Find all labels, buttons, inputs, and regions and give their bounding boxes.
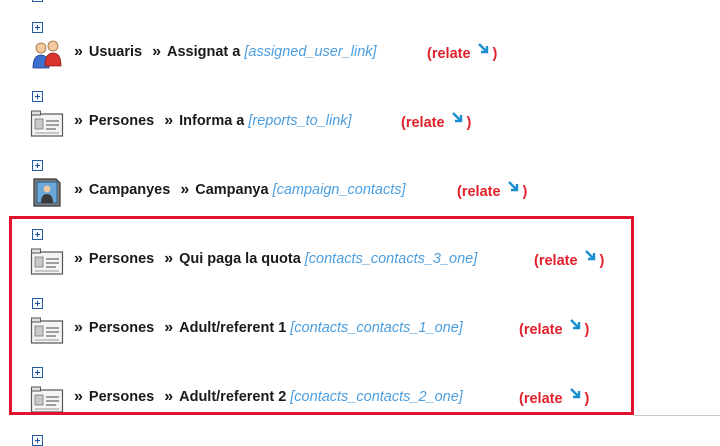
module-name: Usuaris [88, 44, 143, 60]
relate-link[interactable]: (relate) [427, 42, 497, 64]
field-label: Adult/referent 2 [179, 389, 287, 405]
field-label: Assignat a [167, 44, 241, 60]
separator: » [152, 43, 162, 60]
relate-link[interactable]: (relate) [519, 387, 589, 409]
relate-link[interactable]: (relate) [519, 318, 589, 340]
field-link[interactable]: [contacts_contacts_1_one] [290, 320, 463, 336]
partial-expand-button-top[interactable] [32, 0, 43, 2]
separator: » [164, 112, 174, 129]
field-link[interactable]: [reports_to_link] [248, 113, 352, 129]
contact-card-icon [30, 317, 64, 344]
contact-card-icon [30, 248, 64, 275]
separator: » [164, 319, 174, 336]
separator: » [164, 388, 174, 405]
separator: » [180, 181, 190, 198]
relate-arrow-icon [450, 111, 465, 125]
module-name: Campanyes [88, 182, 171, 198]
field-label: Qui paga la quota [179, 251, 301, 267]
expand-button[interactable] [32, 22, 43, 33]
expand-button[interactable] [32, 367, 43, 378]
highlight-box [9, 216, 634, 415]
relate-arrow-icon [568, 318, 583, 332]
relationship-path: » Campanyes » Campanya[campaign_contacts] [74, 180, 406, 200]
relationship-path: » Persones » Adult/referent 1[contacts_cont… [74, 318, 463, 338]
module-name: Persones [88, 389, 155, 405]
expand-button[interactable] [32, 160, 43, 171]
relationship-row-contacts-2: » Persones » Adult/referent 2[contacts_cont… [0, 361, 720, 430]
relationship-row-reports-to: » Persones » Informa a[reports_to_link] (re… [0, 85, 720, 154]
divider [634, 415, 720, 416]
relationship-row-campaign: » Campanyes » Campanya[campaign_contacts] (… [0, 154, 720, 223]
field-link[interactable]: [contacts_contacts_2_one] [290, 389, 463, 405]
separator: » [164, 250, 174, 267]
separator: » [74, 250, 83, 267]
field-link[interactable]: [assigned_user_link] [244, 44, 377, 60]
separator: » [74, 319, 83, 336]
expand-button[interactable] [32, 91, 43, 102]
separator: » [74, 112, 83, 129]
relationship-path: » Persones » Adult/referent 2[contacts_cont… [74, 387, 463, 407]
relationship-path: » Usuaris » Assignat a[assigned_user_link] [74, 42, 377, 62]
field-label: Informa a [179, 113, 245, 129]
expand-button[interactable] [32, 298, 43, 309]
relate-link[interactable]: (relate) [401, 111, 471, 133]
contact-card-icon [30, 110, 64, 137]
module-name: Persones [88, 251, 155, 267]
relate-arrow-icon [583, 249, 598, 263]
module-name: Persones [88, 320, 155, 336]
campaign-monitor-icon [33, 178, 61, 207]
field-label: Campanya [195, 182, 269, 198]
relate-link[interactable]: (relate) [534, 249, 604, 271]
relationship-row-assigned-user: »Usuaris»Assignat a[assigned_user_link] … [0, 16, 720, 85]
expand-button[interactable] [32, 229, 43, 240]
relationship-row-contacts-1: » Persones » Adult/referent 1[contacts_cont… [0, 292, 720, 361]
field-link[interactable]: [campaign_contacts] [272, 182, 406, 198]
module-name: Persones [88, 113, 155, 129]
separator: » [74, 43, 83, 60]
users-icon [32, 40, 62, 69]
separator: » [74, 388, 83, 405]
field-link[interactable]: [contacts_contacts_3_one] [304, 251, 478, 267]
relate-arrow-icon [568, 387, 583, 401]
field-label: Adult/referent 1 [179, 320, 287, 336]
relationship-path: » Persones » Informa a[reports_to_link] [74, 111, 352, 131]
separator: » [74, 181, 83, 198]
relationship-row-contacts-3: » Persones » Qui paga la quota[contacts_con… [0, 223, 720, 292]
relate-arrow-icon [476, 42, 491, 56]
relate-link[interactable]: (relate) [457, 180, 527, 202]
relationship-path: » Persones » Qui paga la quota[contacts_con… [74, 249, 477, 269]
relate-arrow-icon [506, 180, 521, 194]
